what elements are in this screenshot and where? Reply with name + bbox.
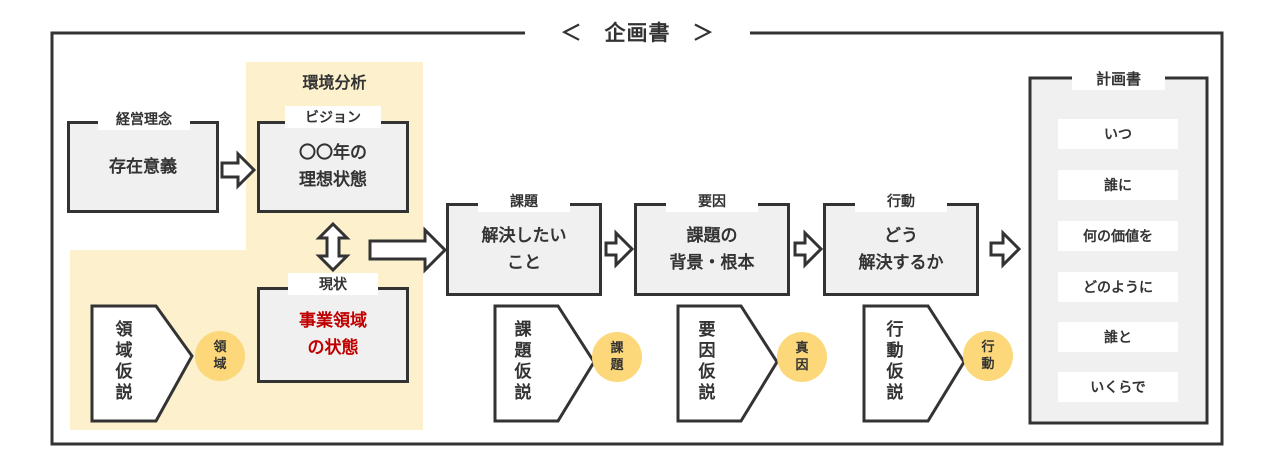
hypothesis-text-issue: 課 題 仮 説 xyxy=(514,320,532,403)
philosophy-tab: 経営理念 xyxy=(98,108,190,130)
plan-item-with-whom: 誰と xyxy=(1058,322,1178,352)
plan-item-when: いつ xyxy=(1058,119,1178,149)
plan-item-how: どのように xyxy=(1058,272,1178,302)
vision-body: 〇〇年の 理想状態 xyxy=(299,143,367,190)
arrow-action-to-plan xyxy=(989,229,1022,269)
badge-circle-action xyxy=(963,331,1013,381)
environment-label: 環境分析 xyxy=(302,73,367,92)
vision-box: 〇〇年の 理想状態 xyxy=(257,121,409,213)
current-box: 事業領域 の状態 xyxy=(257,287,409,383)
current-body: 事業領域 の状態 xyxy=(299,311,367,358)
philosophy-box: 存在意義 xyxy=(67,121,219,213)
arrow-environment-to-issue xyxy=(368,226,448,274)
hypothesis-shape-issue xyxy=(493,304,596,423)
badge-circle-cause xyxy=(777,332,827,382)
arrow-cause-to-action xyxy=(793,229,824,269)
issue-box: 解決したい こと xyxy=(446,203,602,296)
cause-body: 課題の 背景・根本 xyxy=(669,225,755,273)
cause-tab: 要因 xyxy=(666,190,758,212)
vision-tab: ビジョン xyxy=(285,106,381,128)
philosophy-body: 存在意義 xyxy=(109,156,177,177)
hypothesis-shape-action xyxy=(862,304,966,423)
hypothesis-text-action: 行 動 仮 説 xyxy=(886,320,904,403)
issue-body: 解決したい こと xyxy=(481,225,567,273)
badge-text-domain: 領 域 xyxy=(213,340,227,372)
action-box: どう 解決するか xyxy=(823,203,979,296)
hypothesis-text-domain: 領 域 仮 説 xyxy=(115,320,133,403)
action-body: どう 解決するか xyxy=(858,225,944,273)
arrow-philosophy-to-vision xyxy=(220,150,257,190)
plan-item-how-much: いくらで xyxy=(1058,372,1178,402)
arrow-issue-to-cause xyxy=(604,229,635,269)
badge-text-cause: 真 因 xyxy=(795,341,809,373)
badge-text-issue: 課 題 xyxy=(610,341,624,373)
arrow-vision-current xyxy=(315,221,351,273)
action-tab: 行動 xyxy=(855,190,947,212)
plan-item-to-whom: 誰に xyxy=(1058,170,1178,200)
badge-circle-issue xyxy=(592,332,642,382)
plan-title: 計画書 xyxy=(1072,66,1165,90)
current-tab: 現状 xyxy=(288,273,378,295)
issue-tab: 課題 xyxy=(478,190,570,212)
hypothesis-text-cause: 要 因 仮 説 xyxy=(698,320,716,403)
cause-box: 課題の 背景・根本 xyxy=(634,203,790,296)
hypothesis-shape-domain xyxy=(90,304,194,423)
badge-text-action: 行 動 xyxy=(981,340,995,372)
hypothesis-shape-cause xyxy=(676,304,779,423)
document-title: ＜ 企画書 ＞ xyxy=(525,12,750,52)
badge-circle-domain xyxy=(195,331,245,381)
plan-item-what-value: 何の価値を xyxy=(1058,221,1178,251)
